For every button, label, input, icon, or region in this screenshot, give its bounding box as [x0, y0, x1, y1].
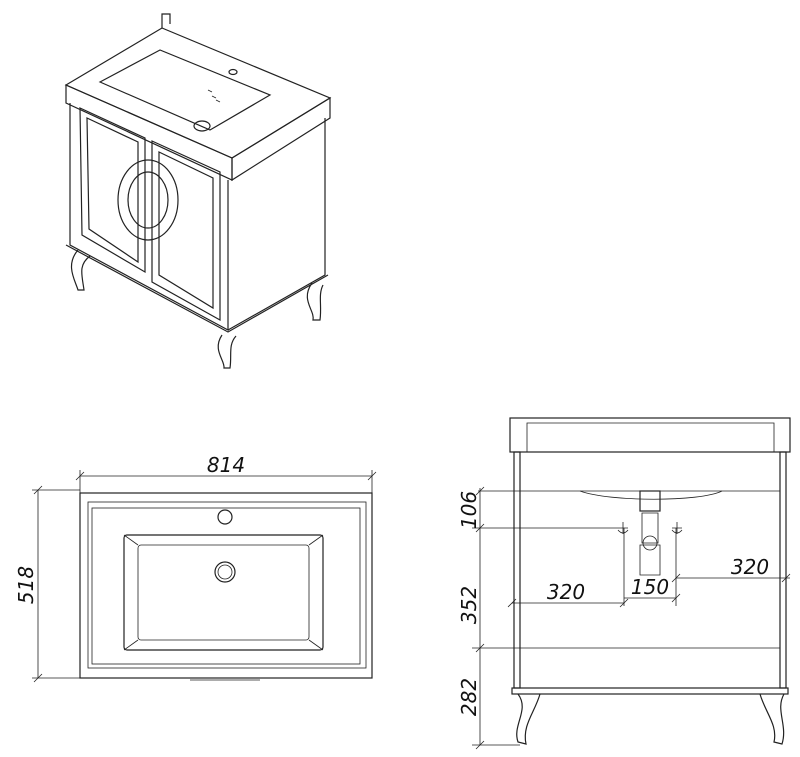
front-view: 106 352 282 320 150 320 — [457, 417, 791, 750]
drain-hole — [214, 561, 236, 583]
top-view: 814 518 — [14, 453, 377, 683]
dimension-right-320: 320 — [731, 555, 769, 579]
dimension-left-320: 320 — [547, 580, 585, 604]
dimension-282: 282 — [457, 678, 481, 716]
dimension-352: 352 — [457, 586, 481, 624]
dimension-150: 150 — [631, 575, 669, 599]
faucet-hole — [217, 509, 233, 525]
width-dimension: 814 — [207, 453, 245, 477]
isometric-view — [64, 13, 332, 369]
dimension-106: 106 — [457, 491, 481, 529]
depth-dimension: 518 — [14, 566, 38, 604]
